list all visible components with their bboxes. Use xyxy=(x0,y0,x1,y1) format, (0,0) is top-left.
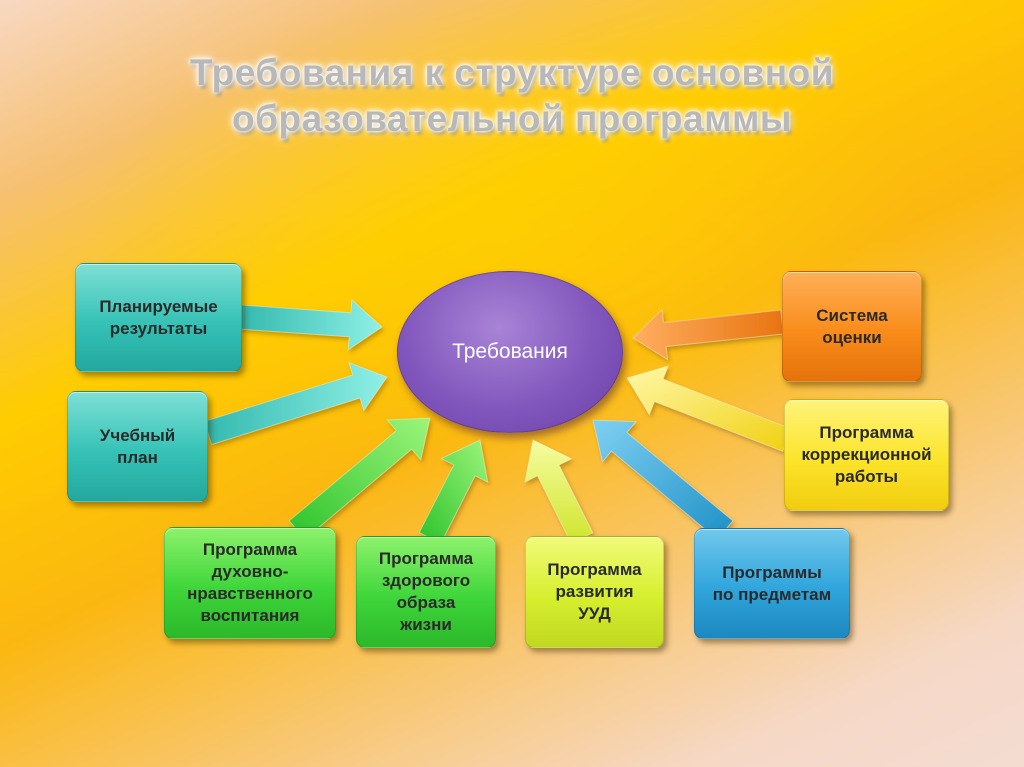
arrow-subject-programs xyxy=(592,419,734,540)
node-moral-education: Программа духовно- нравственного воспита… xyxy=(164,527,336,639)
arrow-assessment-system xyxy=(632,308,784,361)
slide-title: Требования к структуре основной образова… xyxy=(0,50,1024,142)
node-healthy-lifestyle-label: Программа здорового образа жизни xyxy=(378,549,474,634)
node-curriculum-label: Учебный план xyxy=(99,425,176,467)
slide-title-line-1: Требования к структуре основной xyxy=(189,52,834,93)
arrow-planned-results xyxy=(238,298,383,351)
node-uud-development: Программа развития УУД xyxy=(525,536,664,648)
node-subject-programs: Программы по предметам xyxy=(694,528,850,639)
node-planned-results-label: Планируемые результаты xyxy=(99,296,218,338)
node-correction-work: Программа коррекционной работы xyxy=(784,399,949,511)
arrow-correction-work xyxy=(626,365,792,452)
node-assessment-system: Система оценки xyxy=(782,271,922,382)
node-curriculum: Учебный план xyxy=(67,391,208,502)
node-subject-programs-label: Программы по предметам xyxy=(712,562,832,604)
node-moral-education-label: Программа духовно- нравственного воспита… xyxy=(187,540,313,625)
center-label: Требования xyxy=(452,340,568,363)
node-healthy-lifestyle: Программа здорового образа жизни xyxy=(356,536,496,648)
node-uud-development-label: Программа развития УУД xyxy=(547,560,642,623)
node-planned-results: Планируемые результаты xyxy=(75,263,242,372)
arrow-uud-development xyxy=(524,439,594,545)
arrow-healthy-lifestyle xyxy=(418,439,489,545)
node-correction-work-label: Программа коррекционной работы xyxy=(801,423,932,486)
arrow-curriculum xyxy=(203,361,388,446)
node-assessment-system-label: Система оценки xyxy=(816,305,888,347)
center-requirements-ellipse: Требования xyxy=(397,271,623,433)
slide-title-line-2: образовательной программы xyxy=(232,98,792,139)
arrow-moral-education xyxy=(288,417,431,540)
